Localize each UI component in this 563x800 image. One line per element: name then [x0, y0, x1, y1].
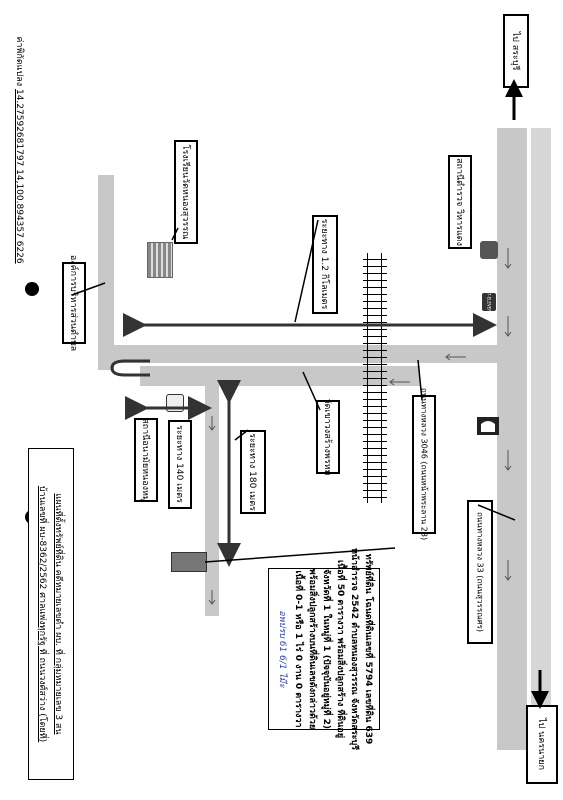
district-office-label: องค์การบริหารส่วนตำบล: [62, 255, 86, 351]
left-vertical-road: [98, 175, 114, 370]
highway-33-road: [497, 128, 527, 750]
route-3046-label: ถนนทางหลวง 3046 (ถนนหน้าพระลาน 28): [412, 388, 436, 540]
seven-eleven-logo-icon: 7-ELEVEN: [482, 292, 496, 312]
property-line-1: ทรัพย์ที่ดิน โฉนดที่ดินเลขที่ 5794 เลขที…: [363, 553, 373, 745]
property-line-3: เนื้อที่ 50 ตารางวา พร้อมสิ่งปลูกสร้าง ท…: [335, 560, 345, 738]
distance-label-3: ระยะทาง 180 เมตร: [240, 430, 266, 514]
property-line-6: เนื้อที่ 0-1 หรือ 1 ไร่ 0 งาน 0 ตารางวา: [293, 570, 303, 728]
notice-line-2: บ้านเลขที่ ผบ-8362/2562 ศาลแพ่งทุกรัฐ ที…: [37, 485, 47, 743]
property-handwritten-signature: อพปรบ 61 6/1 ไมีะ: [277, 610, 287, 688]
police-station-label: สถานีตำรวจ วิหารแดง: [448, 155, 472, 249]
highway-33-road-opposite: [531, 128, 551, 750]
route-33-label: ถนนทางหลวง 33 (ถนนสุวรรณศร): [467, 500, 493, 644]
temple-label: วัดเขาวงสร้างพรหม: [316, 398, 340, 476]
distance-label-2: ระยะทาง 140 เมตร: [168, 420, 192, 509]
property-line-5: พร้อมสิ่งปลูกสร้างบนที่ดินเลขดังกล่าวด้ว…: [307, 568, 317, 730]
notice-box: แผนที่ตั้งทรัพย์ที่ดิน คดีหมายเลขดำ ผบ. …: [28, 448, 74, 780]
property-description-box: ทรัพย์ที่ดิน โฉนดที่ดินเลขที่ 5794 เลขที…: [268, 548, 380, 750]
school-label: โรงเรียนวัดหนองสุวรรณ: [174, 140, 198, 244]
railway-track: [363, 253, 387, 503]
police-building-icon: [480, 241, 498, 259]
punch-hole-top: [25, 282, 39, 296]
route-3046-road: [110, 345, 502, 363]
distance-label-1: ระยะทาง 1.2 กิโลเมตร: [312, 215, 338, 314]
direction-box-bottom: ไป นครนายก: [526, 705, 558, 784]
u-turn-icon: [110, 359, 150, 377]
notice-line-1: แผนที่ตั้งทรัพย์ที่ดิน คดีหมายเลขดำ ผบ. …: [53, 493, 63, 735]
school-building-icon: [147, 242, 173, 278]
soi-road: [205, 386, 219, 616]
branch-road: [140, 366, 420, 386]
property-line-4: จังหวัดที่ 1 ในหมู่ที่ 1 (ปัจจุบันอยู่หม…: [321, 568, 331, 730]
property-line-2: หน้าสำรวจ 2542 ตำบลหนองสุวรรณ จังหวัดสระ…: [349, 547, 359, 751]
